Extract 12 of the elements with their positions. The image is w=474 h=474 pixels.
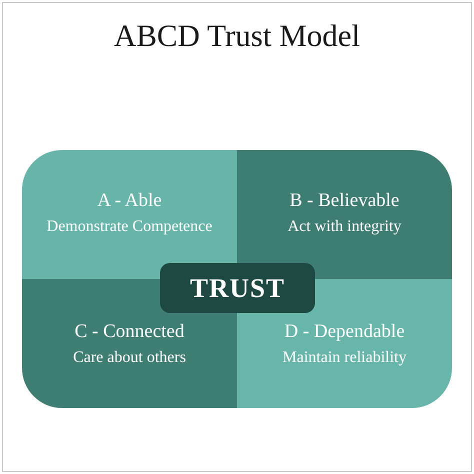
quadrant-description: Demonstrate Competence: [46, 218, 214, 236]
center-panel: TRUST: [160, 263, 315, 313]
quadrant-heading: D - Dependable: [283, 321, 406, 343]
quadrant-panel: [22, 150, 237, 279]
quadrant-panel: [237, 150, 452, 279]
quadrant-heading: A - Able: [96, 190, 163, 212]
quadrant-description: Care about others: [72, 349, 187, 367]
quadrant-description: Act with integrity: [286, 218, 402, 236]
quadrant-heading: C - Connected: [74, 321, 186, 343]
quadrant-heading: B - Believable: [288, 190, 400, 212]
title: ABCD Trust Model: [112, 18, 362, 54]
quadrant-description: Maintain reliability: [282, 349, 408, 367]
